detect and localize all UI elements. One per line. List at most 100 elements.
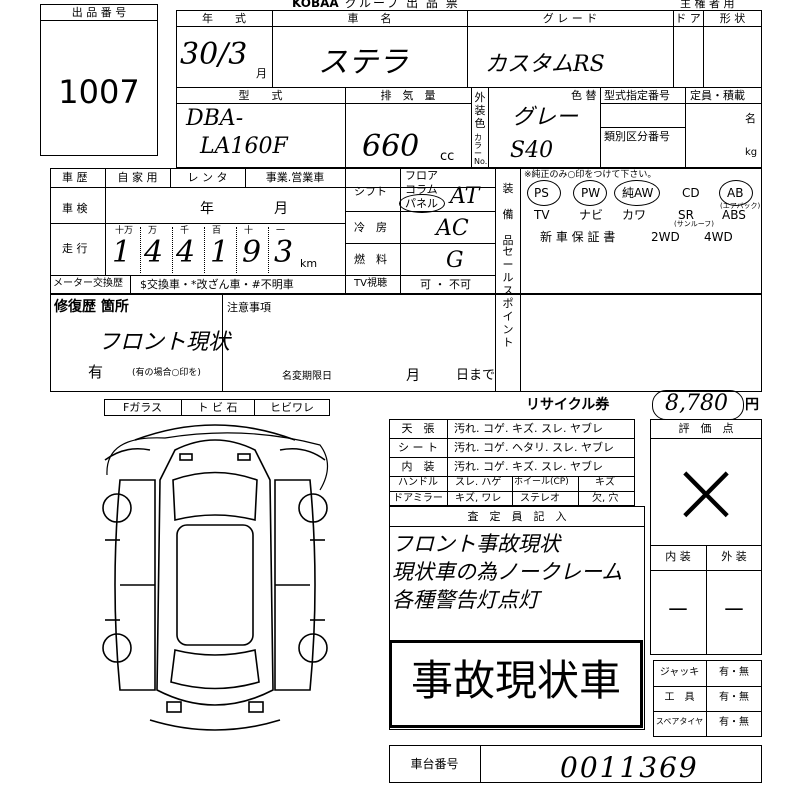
tools-value: 有・無 <box>719 692 749 703</box>
chassis-label: 車台番号 <box>410 757 459 771</box>
capacity-label: 定員・積載 <box>690 89 745 102</box>
recycle-value: 8,780 <box>665 391 728 416</box>
aw-circle <box>614 180 660 206</box>
inspector-line-2: 現状車の為ノークレーム <box>392 560 623 584</box>
digit-label-1: 一 <box>276 226 286 236</box>
digit-label-100: 百 <box>212 226 222 236</box>
capacity-unit: 名 <box>745 112 756 125</box>
lot-label: 出 品 番 号 <box>71 6 127 19</box>
equip-2wd[interactable]: 2WD <box>651 230 680 244</box>
type-value-1: DBA- <box>186 106 244 131</box>
tv-value: 可 ・ 不可 <box>420 278 471 291</box>
pw-circle <box>573 180 607 206</box>
tv-label: TV視聴 <box>354 278 387 289</box>
equip-abs[interactable]: ABS <box>722 208 746 222</box>
details-table <box>50 168 762 294</box>
accident-stamp-text: 事故現状車 <box>410 656 621 705</box>
accident-stamp <box>389 640 643 728</box>
repair-table <box>50 294 762 392</box>
inspection-label: 車 検 <box>62 202 88 215</box>
inspection-year: 年 <box>200 201 214 217</box>
inspector-label: 査 定 員 記 入 <box>467 510 567 523</box>
ab-circle <box>719 180 753 206</box>
mileage-digit-5: 9 <box>242 235 262 270</box>
handle-options: スレ. ハゲ <box>455 477 502 488</box>
exterior-color-label: 外装色 <box>474 91 486 130</box>
equip-4wd[interactable]: 4WD <box>704 230 733 244</box>
class-number-label: 類別区分番号 <box>604 130 670 143</box>
chassis-value: 0011369 <box>560 751 699 784</box>
mileage-digit-3: 4 <box>176 235 196 270</box>
equip-navi[interactable]: ナビ <box>579 208 604 222</box>
interior-options: 汚れ. コゲ. キズ. スレ. ヤブレ <box>454 460 603 473</box>
shift-value: AT <box>450 184 480 209</box>
mileage-label: 走 行 <box>62 242 88 255</box>
glass-front: Fガラス <box>122 401 163 414</box>
history-commercial[interactable]: 事業.営業車 <box>265 171 325 184</box>
history-rental[interactable]: レ ン タ <box>187 171 228 184</box>
shift-column[interactable]: コラム <box>405 183 438 196</box>
interior-rating-value: － <box>666 596 690 624</box>
load-unit: kg <box>745 147 758 158</box>
sheet-title: グループ 出 品 票 <box>345 0 460 10</box>
color-code-label: カラーNo. <box>474 133 488 166</box>
shift-floor[interactable]: フロア <box>405 169 438 182</box>
chassis-table <box>389 745 762 783</box>
digit-label-10: 十 <box>244 226 254 236</box>
grade-label: グ レ ー ド <box>542 12 598 25</box>
ab-note: (エアバック) <box>720 202 761 210</box>
shift-label: シフト <box>354 185 387 198</box>
displacement-label: 排 気 量 <box>380 89 436 102</box>
inspector-line-3: 各種警告灯点灯 <box>392 588 539 612</box>
ceiling-options: 汚れ. コゲ. キズ. スレ. ヤブレ <box>454 422 603 435</box>
wheel-options: キズ <box>595 477 615 488</box>
equip-cd[interactable]: CD <box>682 186 700 200</box>
model-label: 車 名 <box>347 12 392 25</box>
digit-label-1k: 千 <box>180 226 190 236</box>
brand-logo: KOBAA <box>292 0 339 10</box>
jack-label: ジャッキ <box>659 667 700 678</box>
ac-label: 冷 房 <box>354 221 387 234</box>
equip-warranty[interactable]: 新 車 保 証 書 <box>540 230 616 244</box>
type-number-label: 型式指定番号 <box>604 89 670 102</box>
equipment-label: 装備品 <box>502 182 514 247</box>
month-suffix: 月 <box>256 67 267 80</box>
ceiling-label: 天 張 <box>401 422 435 435</box>
displacement-value: 660 <box>362 129 420 164</box>
color-change-label: 色 替 <box>571 89 597 102</box>
shift-panel-circle <box>399 194 445 213</box>
ps-circle <box>527 180 561 206</box>
repair-label: 修復歴 箇所 <box>54 299 129 315</box>
tools-label: 工 具 <box>664 692 695 703</box>
limit-label: 名変期限日 <box>282 371 332 382</box>
equip-tv[interactable]: TV <box>534 208 550 222</box>
equip-leather[interactable]: カワ <box>622 208 647 222</box>
rating-label: 評 価 点 <box>678 422 734 435</box>
exterior-rating-value: － <box>722 596 746 624</box>
meter-options: $交換車・*改ざん車・#不明車 <box>140 278 294 291</box>
repair-present[interactable]: 有 <box>88 363 104 381</box>
repair-value: フロント現状 <box>98 330 231 355</box>
repair-present-note: (有の場合○印を) <box>132 368 201 378</box>
mileage-digit-1: 1 <box>112 235 132 270</box>
notes-label: 注意事項 <box>227 301 271 314</box>
rating-value: × <box>669 440 743 543</box>
history-private[interactable]: 自 家 用 <box>117 171 158 184</box>
sr-note: (サンルーフ) <box>674 220 715 228</box>
recycle-unit: 円 <box>745 397 759 413</box>
year-label: 年 式 <box>202 12 246 25</box>
glass-table <box>104 399 330 416</box>
mileage-digit-4: 1 <box>210 235 230 270</box>
tools-table <box>653 660 762 737</box>
seat-options: 汚れ. コゲ. ヘタリ. スレ. ヤブレ <box>454 441 614 454</box>
mileage-digit-2: 4 <box>144 235 164 270</box>
glass-crack: ヒビワレ <box>270 401 314 414</box>
glass-chip: ト ビ 石 <box>197 401 238 414</box>
inspector-table <box>389 506 645 730</box>
lot-box <box>40 4 158 156</box>
spare-label: スペアタイヤ <box>655 717 704 726</box>
equip-sr[interactable]: SR <box>678 208 694 222</box>
door-label: ド ア <box>675 12 701 25</box>
recycle-label: リサイクル券 <box>526 397 610 413</box>
lot-number: 1007 <box>58 73 140 111</box>
